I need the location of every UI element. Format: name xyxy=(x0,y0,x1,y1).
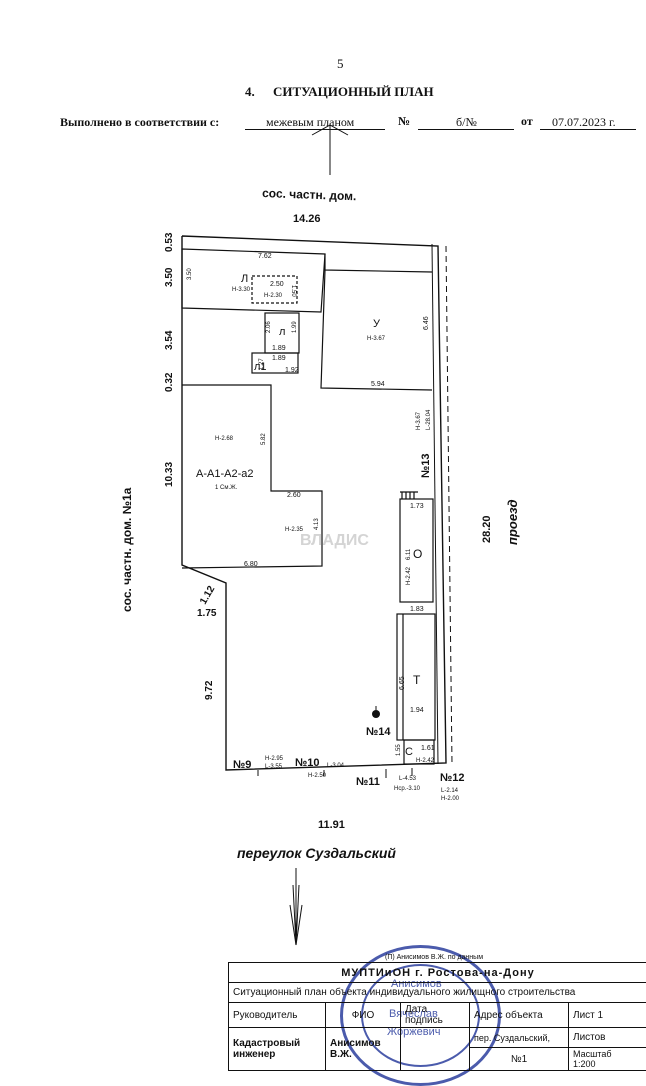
plan-label: L-2.14 xyxy=(441,788,459,794)
dim-bottom: 11.91 xyxy=(318,819,345,831)
plan-label: 3.50 xyxy=(187,268,193,280)
plan-label: L-3.04 xyxy=(327,763,345,769)
plan-label: 6.46 xyxy=(423,316,430,330)
plan-label: 1.99 xyxy=(292,321,298,333)
well-icon xyxy=(372,710,380,718)
plan-label: 1.50 xyxy=(290,285,296,297)
plan-label: 2.60 xyxy=(287,492,301,499)
plan-label: Н-2.50 xyxy=(308,773,327,779)
passage-label: проезд xyxy=(505,499,520,545)
plan-label: 1.92 xyxy=(285,367,299,374)
dim-top: 14.26 xyxy=(293,213,321,225)
plan-label: 6.65 xyxy=(399,676,406,690)
plan-label: L-3.55 xyxy=(265,764,283,770)
bottom-arrow xyxy=(290,868,302,945)
plan-label: 2.06 xyxy=(266,321,272,333)
plan-label: А-А1-А2-а2 xyxy=(196,468,253,480)
plan-label: л xyxy=(279,326,285,338)
plan-label: 1.27 xyxy=(259,358,265,370)
plan-label: 1.12 xyxy=(198,584,217,607)
plan-label: 4.13 xyxy=(314,518,320,530)
plan-label: 0.32 xyxy=(164,372,175,392)
plan-label: 5.94 xyxy=(371,381,385,388)
plan-label: Н-2.95 xyxy=(265,756,284,762)
plan-label: 9.72 xyxy=(204,680,215,700)
building-l xyxy=(182,249,325,312)
plan-label: L-4.53 xyxy=(399,776,417,782)
plan-label: 1 См.Ж. xyxy=(215,485,238,491)
title-block: МУПТИиОН г. Ростова-на-Дону Ситуационный… xyxy=(228,962,646,1071)
org-name: МУПТИиОН г. Ростова-на-Дону xyxy=(229,963,646,983)
plan-label: Т xyxy=(413,673,421,687)
watermark: ВЛАДИС xyxy=(300,532,369,549)
plan-label: №11 xyxy=(356,776,380,788)
plan-label: 1.61 xyxy=(421,745,435,752)
top-arrow xyxy=(312,125,348,175)
neighbor-top: сос. частн. дом. xyxy=(262,186,357,203)
plan-label: 1.89 xyxy=(272,355,286,362)
plan-label: Н-2.30 xyxy=(264,293,283,299)
plan-label: У xyxy=(373,318,381,330)
plan-label: С xyxy=(405,746,413,758)
plan-label: L-28.04 xyxy=(426,409,432,430)
plan-label: Н-3.67 xyxy=(416,411,422,430)
plan-label: 5.82 xyxy=(261,433,267,445)
plan-label: Н-2.42 xyxy=(406,566,412,585)
plan-label: №12 xyxy=(440,772,465,784)
plan-label: 6.11 xyxy=(406,548,412,560)
plan-label: Л xyxy=(241,273,248,285)
plan-label: №13 xyxy=(420,454,432,479)
plot-outline xyxy=(182,236,446,770)
title-source: (П) Анисимов В.Ж. по данным xyxy=(385,954,483,961)
plan-label: №9 xyxy=(233,759,251,771)
plan-label: 0.53 xyxy=(164,232,175,252)
neighbor-left: сос. частн. дом. №1а xyxy=(120,487,134,612)
plan-label: Н-2.00 xyxy=(441,796,460,802)
plan-label: Н-2.42 xyxy=(416,758,435,764)
plan-label: Нср.-3.10 xyxy=(394,786,421,792)
plan-label: №10 xyxy=(295,757,320,769)
plan-label: Н-3.67 xyxy=(367,336,386,342)
plan-label: 1.55 xyxy=(396,744,402,756)
plan-label: Н-2.68 xyxy=(215,436,234,442)
plan-description: Ситуационный план объекта индивидуальног… xyxy=(229,983,646,1003)
plan-label: 6.80 xyxy=(244,561,258,568)
plan-label: 1.75 xyxy=(197,608,217,619)
street-label: переулок Суздальский xyxy=(237,845,396,861)
plan-label: Н-3.30 xyxy=(232,287,251,293)
plan-label: 1.83 xyxy=(410,606,424,613)
plan-label: 1.94 xyxy=(410,707,424,714)
plan-label: 2.50 xyxy=(270,281,284,288)
plan-label: 3.50 xyxy=(164,267,175,287)
plan-label: 3.54 xyxy=(164,330,175,350)
dim-right: 28.20 xyxy=(481,515,493,543)
plan-label: 1.73 xyxy=(410,503,424,510)
plan-label: О xyxy=(413,547,422,561)
plan-label: 7.62 xyxy=(258,253,272,260)
plan-label: 1.89 xyxy=(272,345,286,352)
plan-label: 10.33 xyxy=(164,462,175,487)
plan-label: №14 xyxy=(366,726,391,738)
